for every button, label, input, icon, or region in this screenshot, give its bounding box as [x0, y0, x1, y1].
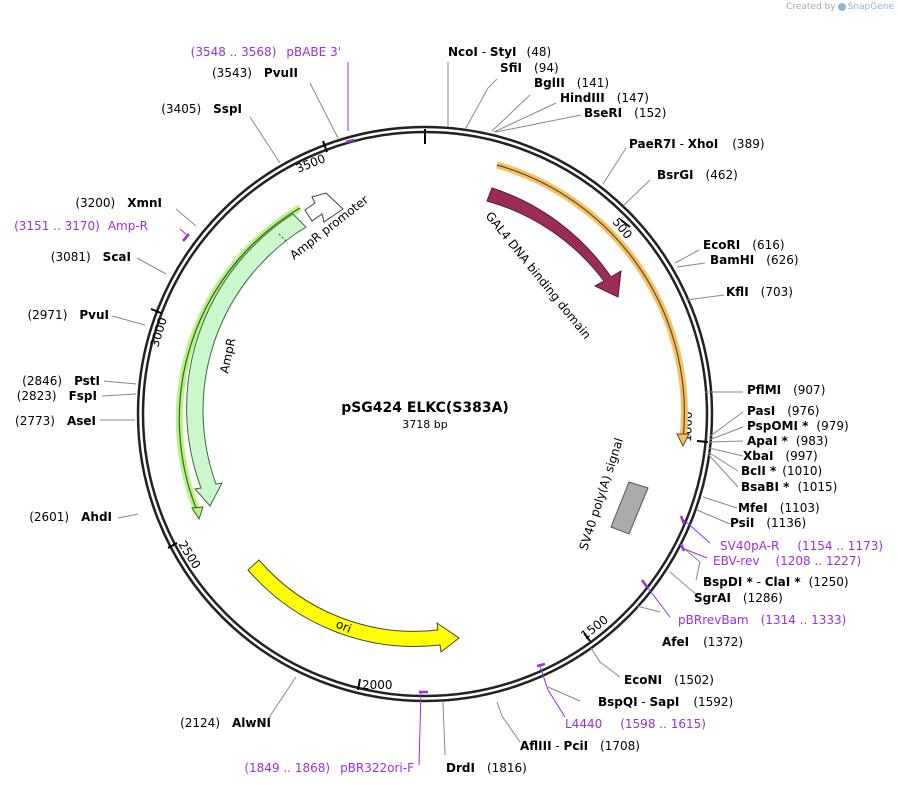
enzyme-pspomi[interactable]: PspOMI *(979)	[747, 419, 849, 433]
enzyme-asei[interactable]: (2773)AseI	[15, 414, 96, 428]
enzyme-scai[interactable]: (3081)ScaI	[51, 250, 131, 264]
primer-l4440[interactable]: L4440(1598 .. 1615)	[565, 717, 706, 731]
snapgene-credit: Created by SnapGene	[786, 2, 894, 12]
plasmid-length: 3718 bp	[402, 418, 447, 431]
enzyme-pvuii[interactable]: (3543)PvuII	[212, 66, 298, 80]
primer-pbabe3[interactable]: (3548 .. 3568)pBABE 3'	[191, 45, 341, 59]
primer-amp-r[interactable]: (3151 .. 3170)Amp-R	[14, 219, 148, 233]
leader-lines	[100, 62, 744, 756]
enzyme-paer7i-xhoi[interactable]: PaeR7I - XhoI(389)	[629, 137, 765, 151]
enzyme-alwni[interactable]: (2124)AlwNI	[180, 716, 271, 730]
enzyme-kfli[interactable]: KflI(703)	[726, 285, 793, 299]
enzyme-bspqi-sapi[interactable]: BspQI - SapI(1592)	[598, 695, 733, 709]
feature-ori-label: ori	[334, 617, 354, 636]
enzyme-bglii[interactable]: BglII(141)	[534, 76, 609, 90]
snapgene-logo-icon	[837, 3, 846, 11]
enzyme-bsrgi[interactable]: BsrGI(462)	[657, 168, 738, 182]
enzyme-drdi[interactable]: DrdI(1816)	[446, 761, 527, 775]
feature-sv40-label: SV40 poly(A) signal	[577, 436, 627, 552]
enzyme-fspi[interactable]: (2823)FspI	[17, 389, 97, 403]
enzyme-bsabi[interactable]: BsaBI *(1015)	[741, 480, 837, 494]
plasmid-name: pSG424 ELKC(S383A)	[341, 400, 509, 416]
feature-ampr-label: AmpR	[217, 337, 238, 375]
primer-pbr322ori-f[interactable]: (1849 .. 1868)pBR322ori-F	[244, 761, 414, 775]
enzyme-econi[interactable]: EcoNI(1502)	[624, 673, 714, 687]
enzyme-psii[interactable]: PsiI(1136)	[730, 516, 806, 530]
enzyme-afei[interactable]: AfeI(1372)	[662, 635, 743, 649]
tick-label-3000: 3000	[147, 316, 169, 349]
tick-label-2000: 2000	[362, 678, 393, 692]
enzyme-sfii[interactable]: SfiI(94)	[500, 61, 559, 75]
enzyme-bamhi[interactable]: BamHI(626)	[710, 253, 799, 267]
enzyme-sgrai[interactable]: SgrAI(1286)	[694, 591, 783, 605]
enzyme-pasi[interactable]: PasI(976)	[747, 404, 819, 418]
enzyme-psti[interactable]: (2846)PstI	[22, 374, 100, 388]
primer-ebv-rev[interactable]: EBV-rev(1208 .. 1227)	[713, 554, 861, 568]
enzyme-ecori[interactable]: EcoRI(616)	[703, 238, 785, 252]
enzyme-bcli[interactable]: BclI *(1010)	[741, 464, 822, 478]
enzyme-mfei[interactable]: MfeI(1103)	[738, 501, 820, 515]
primer-leader-lines	[179, 62, 711, 766]
feature-gal4-label: GAL4 DNA binding domain	[483, 209, 594, 342]
enzyme-apai[interactable]: ApaI *(983)	[747, 434, 828, 448]
enzyme-ncoi-styi[interactable]: NcoI - StyI(48)	[448, 45, 551, 59]
enzyme-labels: NcoI - StyI(48) SfiI(94) BglII(141) Hind…	[15, 45, 849, 775]
enzyme-afliii-pcii[interactable]: AflIII - PciI(1708)	[520, 739, 640, 753]
enzyme-bseri[interactable]: BseRI(152)	[584, 106, 666, 120]
enzyme-pvui[interactable]: (2971)PvuI	[27, 308, 109, 322]
tick-marks	[150, 129, 709, 691]
enzyme-xbai[interactable]: XbaI(997)	[743, 449, 818, 463]
enzyme-hindiii[interactable]: HindIII(147)	[560, 91, 649, 105]
enzyme-pflmi[interactable]: PflMI(907)	[747, 383, 825, 397]
enzyme-ahdi[interactable]: (2601)AhdI	[29, 510, 112, 524]
primer-sv40pa-r[interactable]: SV40pA-R(1154 .. 1173)	[720, 539, 883, 553]
enzyme-bspdi-clai[interactable]: BspDI * - ClaI *(1250)	[703, 575, 849, 589]
feature-ori[interactable]: ori	[247, 559, 460, 653]
feature-gal4[interactable]: GAL4 DNA binding domain	[483, 187, 622, 342]
primer-labels: (3548 .. 3568)pBABE 3' (3151 .. 3170)Amp…	[14, 45, 883, 775]
primer-pbrrevbam[interactable]: pBRrevBam(1314 .. 1333)	[678, 613, 846, 627]
primer-marks	[182, 138, 686, 694]
feature-sv40-polya[interactable]: SV40 poly(A) signal	[577, 436, 649, 552]
credit-brand: SnapGene	[847, 2, 894, 12]
feature-ampr[interactable]: AmpR	[186, 213, 307, 507]
plasmid-title: pSG424 ELKC(S383A) 3718 bp	[341, 400, 509, 431]
credit-prefix: Created by	[786, 2, 836, 12]
enzyme-sspi[interactable]: (3405)SspI	[161, 102, 242, 116]
enzyme-xmni[interactable]: (3200)XmnI	[75, 196, 162, 210]
